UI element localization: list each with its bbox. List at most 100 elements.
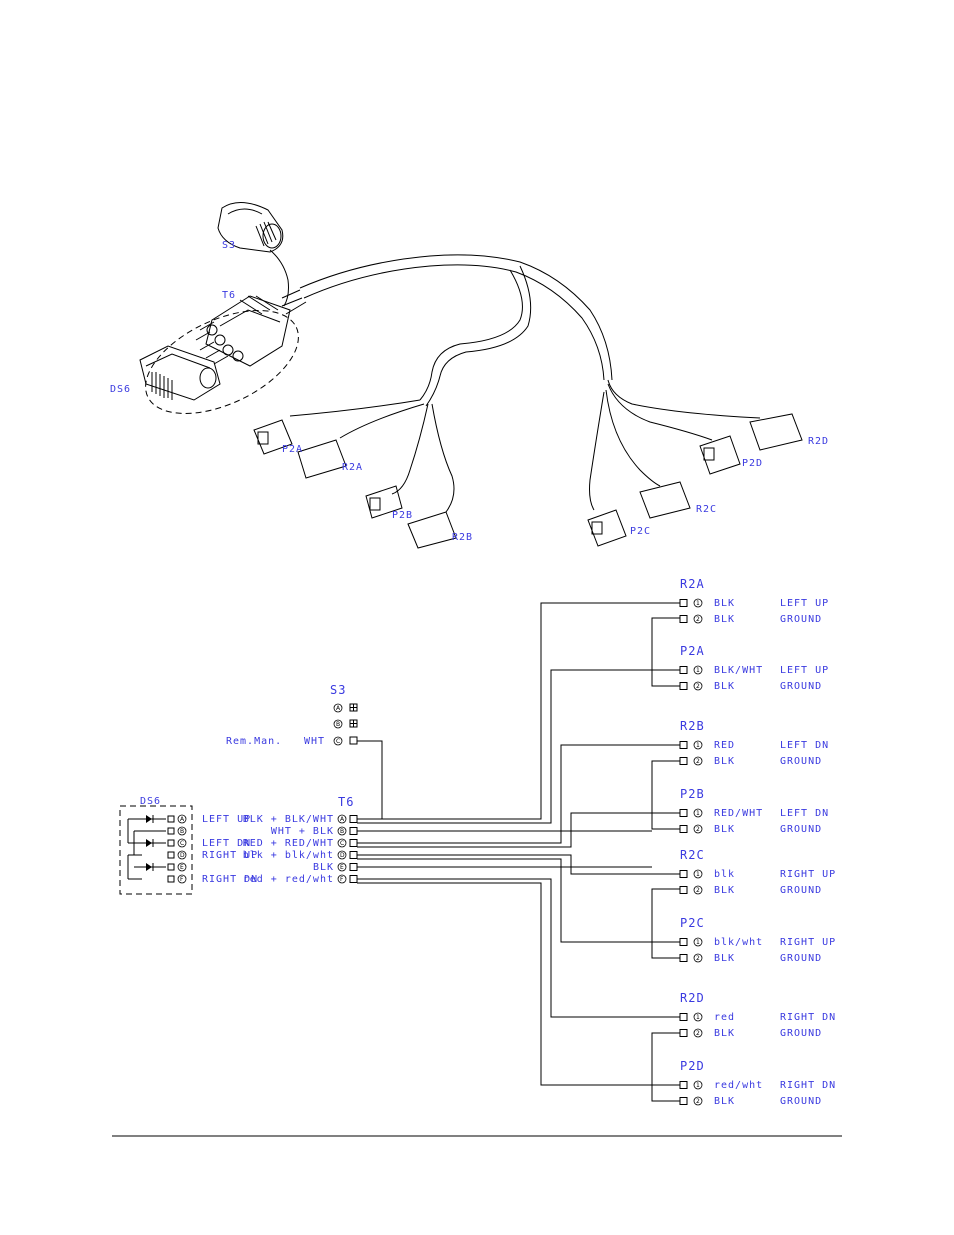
t6-picture-label: T6 bbox=[222, 290, 236, 301]
ds6-connector-drawing bbox=[139, 310, 299, 414]
ds6-pin-label-c: C bbox=[180, 840, 184, 847]
p2a-plug-drawing bbox=[253, 419, 293, 455]
connector-pin-marker bbox=[693, 614, 703, 624]
connector-function-label: LEFT UP bbox=[780, 665, 829, 676]
ds6-terminal-f bbox=[167, 875, 175, 883]
connector-function-label: GROUND bbox=[780, 885, 822, 896]
connector-terminal bbox=[679, 1029, 688, 1037]
connector-wire-label: BLK bbox=[714, 824, 735, 835]
r2d-plug-drawing bbox=[749, 413, 803, 451]
connector-pin-marker bbox=[693, 824, 703, 834]
s3-switch-drawing bbox=[217, 202, 289, 307]
connector-terminal bbox=[679, 809, 688, 817]
ds6-pin-label-b: B bbox=[180, 828, 184, 835]
connector-terminal bbox=[679, 615, 688, 623]
connector-title-p2d: P2D bbox=[680, 1059, 705, 1073]
connector-function-label: GROUND bbox=[780, 953, 822, 964]
t6-wire-b: WHT + BLK bbox=[271, 826, 334, 837]
connector-pin-marker bbox=[693, 953, 703, 963]
t6-to-connector-wiring bbox=[357, 602, 680, 1102]
connector-pin-label: 2 bbox=[696, 955, 700, 962]
p2a-picture-label: P2A bbox=[282, 444, 303, 455]
ds6-terminal-d bbox=[167, 851, 175, 859]
connector-pin-label: 2 bbox=[696, 826, 700, 833]
connector-pin-label: 1 bbox=[696, 871, 700, 878]
s3-schematic-title: S3 bbox=[330, 683, 346, 697]
connector-wire-label: BLK bbox=[714, 885, 735, 896]
t6-function-f: RIGHT DN bbox=[202, 874, 258, 885]
t6-pin-marker-e bbox=[337, 862, 347, 872]
harness-illustration: S3 T6 DS6 P2A R2A P2B R2B P2C R2C P2D R2… bbox=[110, 202, 828, 549]
p2b-plug-drawing bbox=[365, 485, 403, 519]
connector-pin-label: 1 bbox=[696, 600, 700, 607]
connector-title-r2b: R2B bbox=[680, 719, 705, 733]
t6-connector-drawing bbox=[195, 289, 307, 367]
connector-terminal bbox=[679, 741, 688, 749]
t6-pin-marker-a bbox=[337, 814, 347, 824]
connector-terminal bbox=[679, 599, 688, 607]
connector-function-label: RIGHT DN bbox=[780, 1012, 836, 1023]
r2a-plug-drawing bbox=[297, 439, 347, 479]
connector-pin-label: 1 bbox=[696, 1014, 700, 1021]
r2a-picture-label: R2A bbox=[342, 462, 363, 473]
connector-function-label: RIGHT DN bbox=[780, 1080, 836, 1091]
p2d-picture-label: P2D bbox=[742, 458, 763, 469]
connector-pin-marker bbox=[693, 598, 703, 608]
s3-function-label: Rem.Man. bbox=[226, 736, 282, 747]
connector-pin-marker bbox=[693, 869, 703, 879]
connector-function-label: GROUND bbox=[780, 756, 822, 767]
t6-pin-marker-f bbox=[337, 874, 347, 884]
connector-pin-marker bbox=[693, 1096, 703, 1106]
connector-title-r2c: R2C bbox=[680, 848, 705, 862]
connector-pin-label: 1 bbox=[696, 1082, 700, 1089]
connector-pin-marker bbox=[693, 1028, 703, 1038]
connector-terminal bbox=[679, 825, 688, 833]
ds6-pin-marker-b bbox=[177, 826, 187, 836]
ds6-pin-marker-f bbox=[177, 874, 187, 884]
connector-terminal bbox=[679, 938, 688, 946]
r2b-picture-label: R2B bbox=[452, 532, 473, 543]
connector-wire-label: blk bbox=[714, 869, 735, 880]
connector-wire-label: BLK bbox=[714, 1096, 735, 1107]
connector-wire-label: BLK/WHT bbox=[714, 665, 763, 676]
connector-title-p2a: P2A bbox=[680, 644, 705, 658]
r2c-picture-label: R2C bbox=[696, 504, 717, 515]
t6-pin-label-c: C bbox=[340, 840, 344, 847]
ds6-pin-marker-d bbox=[177, 850, 187, 860]
connector-terminal bbox=[679, 886, 688, 894]
p2d-plug-drawing bbox=[699, 435, 741, 475]
ds6-terminal-c bbox=[167, 839, 175, 847]
connector-pin-marker bbox=[693, 885, 703, 895]
t6-wire-d: blk + blk/wht bbox=[243, 850, 334, 861]
t6-wire-f: red + red/wht bbox=[243, 874, 334, 885]
s3-pin-a-label: A bbox=[336, 705, 341, 712]
t6-pin-label-f: F bbox=[340, 876, 344, 883]
connector-wire-label: BLK bbox=[714, 681, 735, 692]
connector-function-label: LEFT DN bbox=[780, 808, 829, 819]
t6-pin-marker-b bbox=[337, 826, 347, 836]
diode-icon bbox=[146, 839, 152, 847]
connector-function-label: GROUND bbox=[780, 1096, 822, 1107]
ds6-pin-label-f: F bbox=[180, 876, 184, 883]
connector-function-label: GROUND bbox=[780, 1028, 822, 1039]
connector-terminal bbox=[679, 1097, 688, 1105]
connector-pin-marker bbox=[693, 740, 703, 750]
ds6-dashed-box bbox=[119, 805, 193, 895]
connector-function-label: RIGHT UP bbox=[780, 869, 836, 880]
connector-pin-label: 2 bbox=[696, 887, 700, 894]
diode-icon bbox=[146, 815, 152, 823]
t6-terminal-d bbox=[349, 851, 358, 859]
connector-pin-label: 2 bbox=[696, 1098, 700, 1105]
ds6-terminal-a bbox=[167, 815, 175, 823]
t6-pin-label-e: E bbox=[340, 864, 344, 871]
t6-terminal-a bbox=[349, 815, 358, 823]
connector-title-p2b: P2B bbox=[680, 787, 705, 801]
t6-pin-label-b: B bbox=[340, 828, 344, 835]
connector-wire-label: blk/wht bbox=[714, 937, 763, 948]
connector-function-label: RIGHT UP bbox=[780, 937, 836, 948]
connector-pin-label: 2 bbox=[696, 1030, 700, 1037]
s3-wire-label: WHT bbox=[304, 736, 325, 747]
